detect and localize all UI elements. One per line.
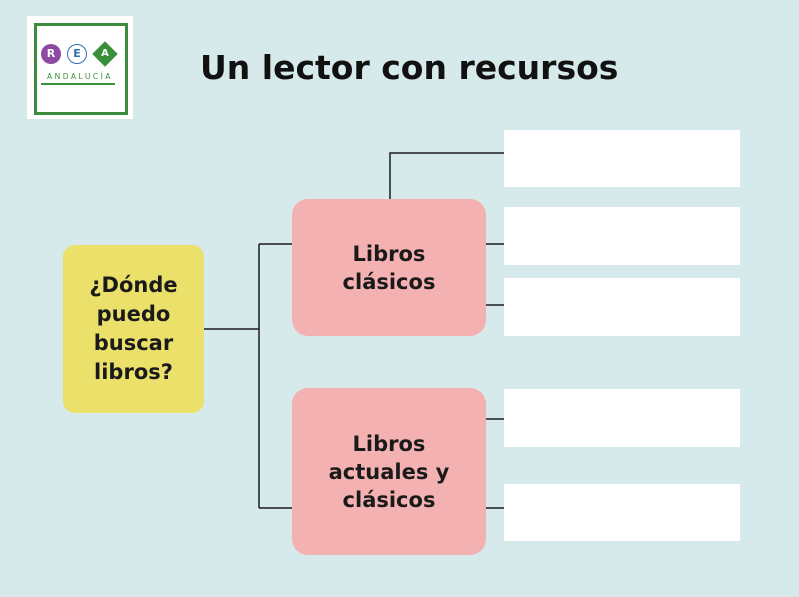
empty-leaf-box[interactable] <box>504 484 740 541</box>
empty-leaf-box[interactable] <box>504 278 740 336</box>
rea-andalucia-logo: R E A ANDALUCÍA <box>27 16 133 119</box>
branch-line: clásicos <box>342 269 436 294</box>
page-title: Un lector con recursos <box>200 48 619 87</box>
empty-leaf-box[interactable] <box>504 207 740 265</box>
logo-text: ANDALUCÍA <box>47 72 113 81</box>
branch-node-libros-actuales: Libros actuales y clásicos <box>292 388 486 555</box>
connector-leaf-1 <box>389 152 504 199</box>
branch-line: Libros <box>352 431 426 456</box>
logo-letter-a: A <box>101 48 109 59</box>
logo-letter-e: E <box>67 44 87 64</box>
logo-frame <box>34 23 128 115</box>
branch-line: actuales y <box>328 459 450 484</box>
branch-line: clásicos <box>342 487 436 512</box>
empty-leaf-box[interactable] <box>504 389 740 447</box>
empty-leaf-box[interactable] <box>504 130 740 187</box>
logo-underline <box>41 83 115 85</box>
root-line: puedo <box>96 302 171 326</box>
logo-letter-r: R <box>41 44 61 64</box>
root-line: buscar <box>93 331 174 355</box>
root-node: ¿Dónde puedo buscar libros? <box>63 245 204 413</box>
root-line: ¿Dónde <box>89 273 178 297</box>
root-line: libros? <box>94 360 173 384</box>
branch-node-libros-clasicos: Libros clásicos <box>292 199 486 336</box>
branch-line: Libros <box>352 241 426 266</box>
